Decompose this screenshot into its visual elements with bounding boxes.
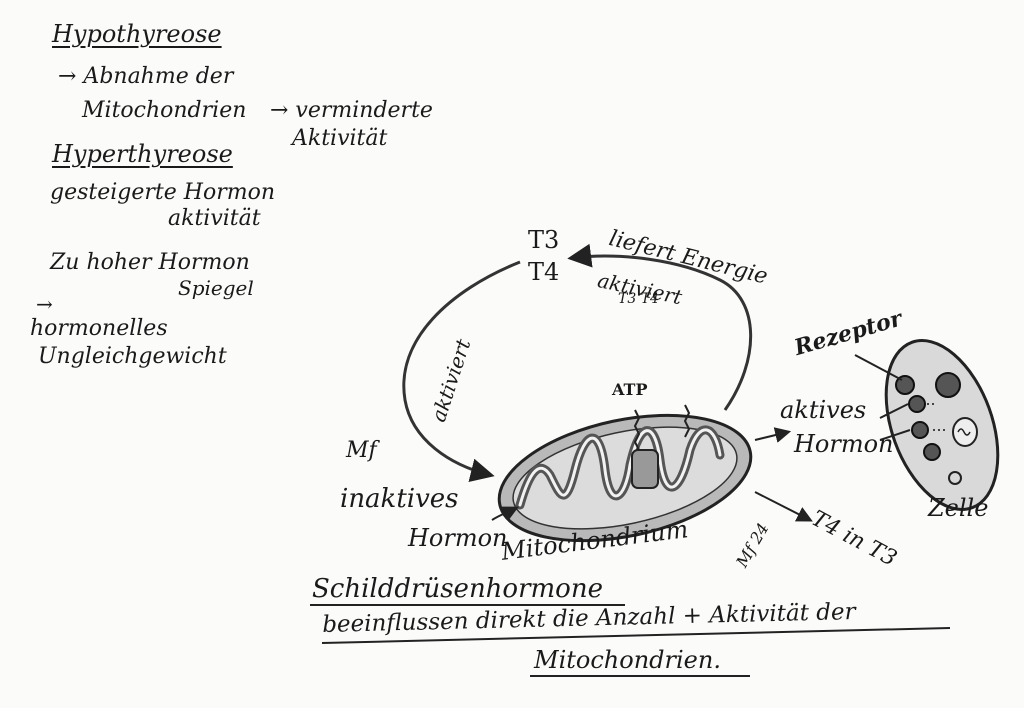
inaktives-hormon-arrow — [491, 506, 519, 521]
hyper-line-4: Spiegel — [178, 276, 254, 300]
t4-in-t3-arrow — [754, 491, 813, 522]
hypo-line-3: → verminderte — [270, 98, 433, 123]
hypo-line-1: → Abnahme der — [58, 64, 234, 89]
aktives-label: aktives — [780, 396, 867, 424]
summary-title: Schilddrüsenhormone — [312, 574, 603, 604]
hypo-line-4: Aktivität — [292, 126, 388, 151]
inaktives-label: inaktives — [340, 484, 459, 514]
liefert-energie-arrow — [567, 243, 753, 411]
hyper-title: Hyperthyreose — [52, 140, 233, 168]
summary-line-2: Mitochondrien. — [534, 646, 721, 674]
t4-label: T4 — [528, 258, 560, 286]
hyper-line-3: Zu hoher Hormon — [50, 250, 250, 275]
inaktives-hormon-label: Hormon — [408, 524, 508, 552]
hyper-line-1: gesteigerte Hormon — [50, 180, 275, 205]
mitochondrium-icon — [497, 404, 753, 543]
aktiviert-arrow — [402, 260, 521, 482]
t3-label: T3 — [528, 226, 560, 254]
aktives-hormon-label: Hormon — [794, 430, 894, 458]
hypo-line-2: Mitochondrien — [82, 98, 247, 123]
zelle-icon — [884, 339, 1000, 511]
aktives-hormon-arrow — [754, 427, 792, 443]
imbalance-line-1: hormonelles — [30, 316, 168, 341]
hypo-title: Hypothyreose — [52, 20, 222, 48]
zelle-label: Zelle — [928, 494, 989, 522]
hyper-line-2: aktivität — [168, 206, 261, 231]
initials-left: Mf — [346, 438, 377, 463]
imbalance-line-2: Ungleichgewicht — [38, 344, 227, 369]
atp-label: ATP — [612, 380, 648, 399]
t3t4-small-label: T3 T4 — [618, 291, 659, 307]
rezeptor-pointer — [854, 354, 903, 381]
arrow-mark-icon: → — [36, 292, 53, 316]
